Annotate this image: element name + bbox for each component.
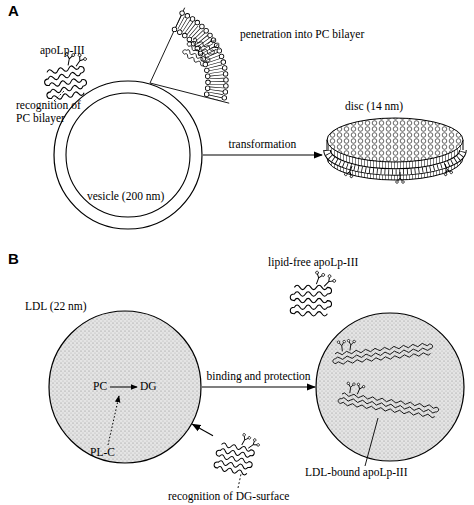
apolp-molecule xyxy=(290,271,336,316)
lipid-heads xyxy=(182,13,226,102)
flow-arrow xyxy=(192,424,213,435)
disc-top xyxy=(327,118,463,162)
glycan xyxy=(396,172,405,183)
apolp-molecule: lipid-free apoLp-III xyxy=(265,252,375,314)
apolp-molecule xyxy=(213,429,261,477)
disc-side xyxy=(327,140,463,180)
node-text: disc (14 nm) xyxy=(345,100,403,113)
ldl-particle-outline xyxy=(315,312,465,462)
ldl-particle-outline xyxy=(49,311,201,463)
apolp-belt xyxy=(327,150,463,172)
arrow-label: binding and protection xyxy=(207,370,311,383)
apolp-molecule: recognition of DG-surface xyxy=(213,428,261,470)
apolp-molecule xyxy=(40,49,93,101)
annotation: recognition of PC bilayer xyxy=(16,99,94,125)
apolp-molecule xyxy=(40,49,93,101)
node-text: LDL-bound apoLp-III xyxy=(305,466,408,479)
lipid-disc xyxy=(327,118,463,183)
lipid-disc: disc (14 nm) xyxy=(322,98,467,212)
lipid-heads xyxy=(182,13,226,102)
glycan xyxy=(441,163,453,177)
ldl-particle-outline xyxy=(316,313,464,461)
lipid-heads xyxy=(175,29,208,97)
apolp-belt xyxy=(327,150,463,172)
ldl-particle: LDL (22 nm)PCDG xyxy=(48,310,202,464)
glycan xyxy=(344,165,356,179)
flow-arrow xyxy=(203,154,322,155)
ldl-particle-outline xyxy=(48,310,202,464)
ldl-particle: LDL-bound apoLp-III xyxy=(315,312,465,462)
enzyme-label: PL-C xyxy=(90,446,115,459)
node-text: DG xyxy=(140,380,157,393)
annotation: penetration into PC bilayer xyxy=(240,28,364,41)
lipid-heads xyxy=(175,29,208,97)
lipid-tails xyxy=(178,21,217,99)
flow-arrow xyxy=(202,386,315,387)
panel-letter: B xyxy=(8,250,19,267)
node-text: apoLp-III xyxy=(40,44,85,57)
apolp-molecule xyxy=(181,27,224,69)
arrow-label: transformation xyxy=(229,138,297,151)
node-text: recognition of DG-surface xyxy=(168,490,289,503)
leader-line xyxy=(238,474,241,488)
node-text: LDL (22 nm) xyxy=(25,300,87,313)
node-text: vesicle (200 nm) xyxy=(87,190,164,203)
panel-letter: A xyxy=(8,2,19,19)
node-text: lipid-free apoLp-III xyxy=(268,256,358,269)
apolp-belt xyxy=(327,150,463,172)
node-text: PC xyxy=(93,380,107,393)
